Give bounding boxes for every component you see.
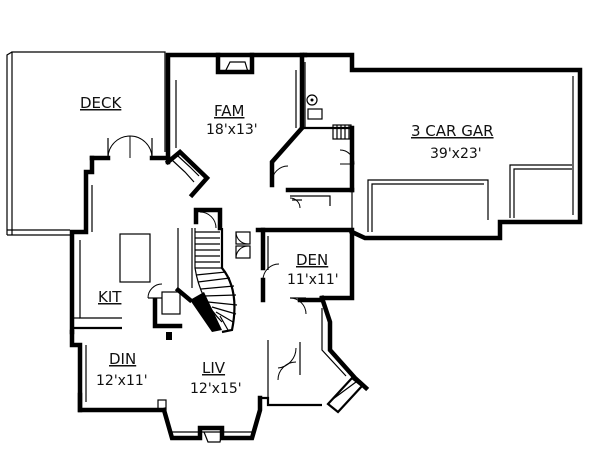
utility-area — [271, 62, 355, 209]
kitchen-walls — [69, 155, 183, 340]
staircase — [174, 207, 238, 334]
din-label: DIN — [109, 350, 136, 368]
deck-label: DECK — [80, 94, 123, 112]
living-walls — [161, 340, 322, 443]
liv-dimensions: 12'x15' — [190, 381, 242, 397]
garage-label: 3 CAR GAR — [411, 122, 494, 140]
den-walls — [235, 227, 355, 315]
dining-walls — [69, 329, 167, 413]
kit-label: KIT — [98, 288, 122, 306]
fam-label: FAM — [214, 102, 244, 120]
din-dimensions: 12'x11' — [96, 373, 148, 389]
fam-dimensions: 18'x13' — [206, 122, 258, 138]
deck-area — [6, 51, 166, 236]
den-bay-window — [319, 295, 370, 414]
liv-label: LIV — [202, 359, 226, 377]
deck-french-doors — [89, 135, 171, 161]
stair-treads — [195, 231, 238, 331]
den-dimensions: 11'x11' — [287, 272, 339, 288]
garage-dimensions: 39'x23' — [430, 146, 482, 162]
family-room-walls — [164, 52, 308, 199]
garage-walls — [302, 52, 583, 241]
den-label: DEN — [296, 251, 328, 269]
